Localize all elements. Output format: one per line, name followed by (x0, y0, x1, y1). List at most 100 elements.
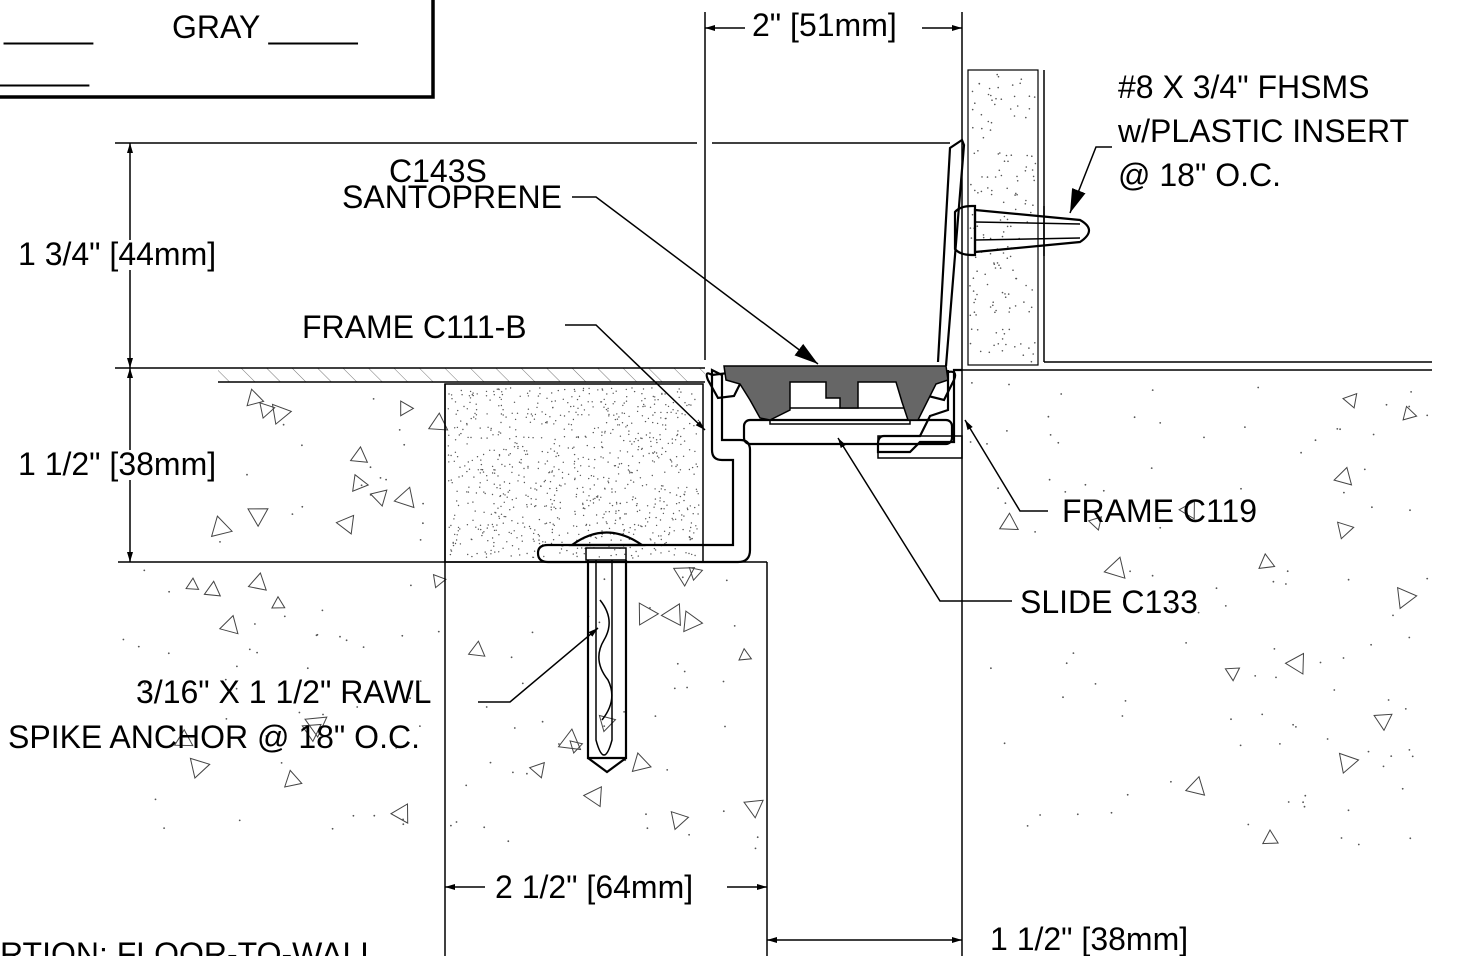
stipple-dot (566, 549, 568, 552)
stipple-dot (553, 506, 555, 508)
stipple-dot (595, 496, 598, 498)
stipple-dot (641, 400, 643, 402)
stipple-dot (537, 467, 539, 470)
stipple-dot (523, 526, 526, 528)
stipple-dot (409, 697, 411, 700)
aggregate-mark (528, 761, 545, 779)
stipple-dot (999, 219, 1002, 221)
stipple-dot (511, 466, 514, 468)
stipple-dot (615, 390, 617, 392)
stipple-dot (538, 535, 541, 537)
stipple-dot (992, 304, 994, 307)
stipple-dot (676, 662, 679, 665)
stipple-dot (505, 388, 507, 390)
stipple-dot (1034, 531, 1036, 533)
stipple-dot (588, 465, 590, 467)
stipple-dot (627, 469, 630, 471)
stipple-dot (639, 477, 642, 479)
stipple-dot (666, 504, 668, 506)
stipple-dot (571, 447, 574, 449)
stipple-dot (582, 503, 584, 506)
stipple-dot (558, 445, 561, 447)
stipple-dot (643, 403, 645, 406)
stipple-dot (460, 432, 462, 435)
aggregate-mark (557, 728, 582, 751)
stipple-dot (688, 468, 691, 471)
stipple-dot (684, 414, 686, 416)
stipple-dot (143, 569, 146, 572)
stipple-dot (535, 482, 537, 484)
stipple-dot (448, 526, 450, 528)
stipple-dot (622, 532, 624, 535)
stipple-dot (568, 411, 570, 413)
stipple-dot (1007, 160, 1009, 163)
aggregate-mark (688, 566, 704, 582)
stipple-dot (642, 388, 645, 390)
stipple-dot (1062, 696, 1064, 699)
stipple-dot (555, 507, 557, 510)
stipple-dot (575, 436, 578, 438)
stipple-dot (637, 524, 640, 526)
stipple-dot (610, 554, 612, 557)
stipple-dot (492, 434, 494, 436)
stipple-dot (969, 314, 972, 317)
stipple-dot (638, 462, 641, 464)
stipple-dot (662, 424, 664, 426)
stipple-dot (1020, 343, 1022, 345)
stipple-dot (625, 400, 628, 402)
aggregate-mark (743, 799, 764, 819)
stipple-dot (168, 590, 171, 593)
stipple-dot (684, 402, 686, 404)
stipple-dot (642, 455, 645, 457)
stipple-dot (1014, 208, 1017, 211)
stipple-dot (498, 515, 500, 518)
stipple-dot (641, 525, 643, 528)
stipple-dot (503, 515, 505, 518)
callout-screw-spec: #8 X 3/4" FHSMS (1118, 69, 1369, 105)
stipple-dot (1002, 231, 1005, 233)
stipple-dot (632, 481, 635, 483)
stipple-dot (995, 309, 997, 312)
stipple-dot (551, 531, 553, 534)
stipple-dot (454, 451, 457, 453)
aggregate-mark (738, 647, 753, 661)
stipple-dot (553, 499, 555, 502)
stipple-dot (485, 395, 488, 397)
stipple-dot (545, 505, 548, 507)
stipple-dot (509, 463, 511, 466)
stipple-dot (974, 189, 976, 192)
stipple-dot (1279, 743, 1281, 745)
stipple-dot (601, 530, 603, 532)
stipple-dot (499, 487, 501, 490)
title-block-color: GRAY _____ (172, 9, 359, 45)
stipple-dot (619, 517, 621, 519)
stipple-dot (656, 441, 658, 444)
stipple-dot (470, 436, 472, 439)
stipple-dot (520, 458, 522, 461)
stipple-dot (615, 512, 617, 514)
stipple-dot (1009, 255, 1012, 258)
stipple-dot (621, 422, 624, 424)
stipple-dot (671, 465, 673, 467)
stipple-dot (487, 426, 489, 428)
stipple-dot (463, 405, 465, 408)
stipple-dot (1028, 310, 1030, 313)
aggregate-mark (582, 785, 602, 808)
stipple-dot (664, 424, 667, 426)
stipple-dot (568, 423, 570, 425)
stipple-dot (1336, 428, 1339, 430)
stipple-dot (660, 485, 663, 487)
stipple-dot (1030, 211, 1032, 214)
drawing-caption: RTION: FLOOR-TO-WALL (0, 936, 378, 956)
stipple-dot (1295, 726, 1297, 728)
stipple-dot (558, 484, 561, 486)
stipple-dot (561, 477, 564, 479)
stipple-dot (553, 423, 555, 425)
stipple-dot (530, 487, 532, 489)
stipple-dot (589, 488, 591, 490)
stipple-dot (540, 437, 543, 439)
stipple-dot (450, 454, 452, 457)
stipple-dot (559, 414, 562, 416)
stipple-dot (454, 542, 457, 545)
stipple-dot (693, 425, 695, 427)
